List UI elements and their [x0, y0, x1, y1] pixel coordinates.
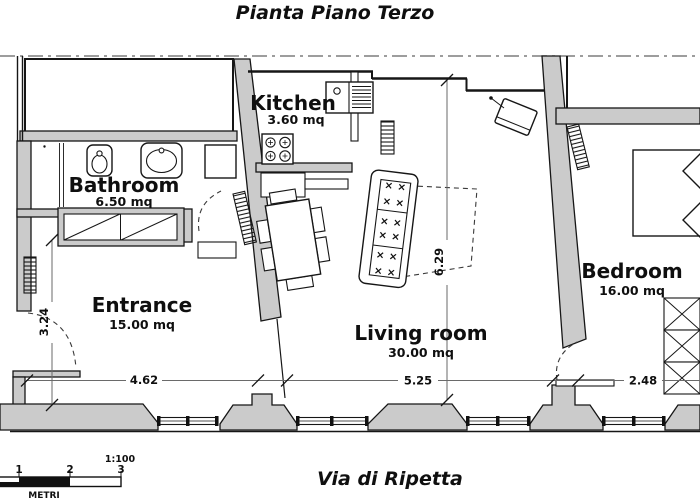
door-swing-icon — [555, 341, 615, 387]
stove-icon — [261, 133, 294, 165]
kitchen-sink-icon — [325, 81, 374, 114]
threshold — [197, 241, 237, 259]
dining-table-icon — [256, 188, 331, 292]
room-label-kitchen: Kitchen — [250, 91, 336, 115]
room-area-entrance: 15.00 mq — [109, 317, 175, 332]
radiator-icon — [23, 256, 37, 294]
kitchen-fixtures — [260, 81, 374, 198]
bed-icon — [632, 149, 700, 238]
closet-icon — [57, 207, 185, 247]
dim-living-width: 5.25 — [404, 374, 432, 388]
dim-entrance-depth: 3.24 — [37, 308, 51, 336]
window-icon — [157, 416, 666, 426]
scale-mark-2: 2 — [66, 464, 73, 476]
room-label-living: Living room — [354, 321, 487, 345]
upper-room — [24, 58, 234, 133]
room-area-bedroom: 16.00 mq — [599, 283, 665, 298]
dim-entrance-width: 4.62 — [130, 373, 158, 387]
scale-mark-3: 3 — [117, 464, 124, 476]
dim-living-depth: 6.29 — [432, 248, 446, 276]
door-swing-icon — [197, 190, 222, 232]
page-title: Pianta Piano Terzo — [236, 2, 435, 24]
door-swing-icon — [27, 312, 77, 369]
radiator-icon — [232, 190, 258, 246]
bathroom-fixtures — [43, 142, 258, 259]
room-label-entrance: Entrance — [92, 293, 192, 317]
wardrobe-icon — [663, 297, 700, 395]
room-area-bathroom: 6.50 mq — [95, 194, 152, 209]
scale-bar: 1:100 1 2 3 METRI — [0, 454, 136, 500]
radiator-icon — [566, 123, 590, 171]
radiator-icon — [380, 120, 395, 155]
room-label-bedroom: Bedroom — [581, 259, 682, 283]
room-area-living: 30.00 mq — [388, 345, 454, 360]
dim-bedroom-width: 2.48 — [629, 374, 657, 388]
room-label-bathroom: Bathroom — [69, 173, 180, 197]
bathroom-sink-icon — [140, 142, 183, 179]
street-label: Via di Ripetta — [317, 468, 463, 490]
sofa-icon — [358, 169, 419, 289]
wall-lamp-icon — [489, 96, 538, 136]
room-area-kitchen: 3.60 mq — [267, 112, 324, 127]
dimension-lines: 4.62 5.25 2.48 3.24 6.29 — [20, 73, 700, 412]
step — [304, 178, 349, 190]
shower-icon — [204, 144, 237, 179]
scale-mark-1: 1 — [15, 464, 22, 476]
scale-ratio: 1:100 — [105, 454, 136, 465]
scale-unit: METRI — [28, 491, 60, 500]
bidet-icon — [86, 144, 113, 177]
